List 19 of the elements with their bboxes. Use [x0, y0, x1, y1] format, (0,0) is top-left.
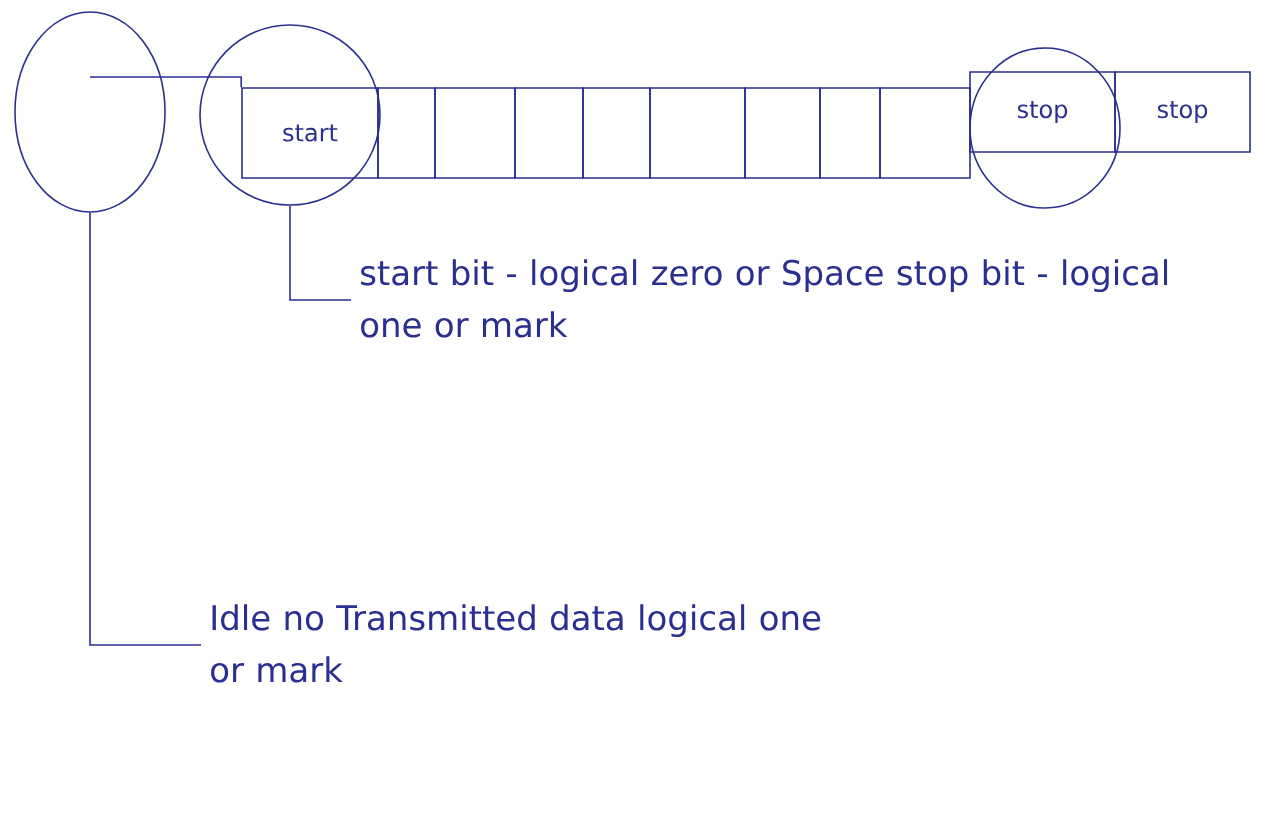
note-text: start bit - logical zero or Space stop bit - logical one or mark — [361, 259, 1168, 338]
bit-cell — [879, 87, 971, 179]
bit-cell: start — [241, 87, 379, 179]
bit-cell — [819, 87, 881, 179]
leader-line — [289, 205, 352, 301]
highlight-circle — [14, 11, 166, 213]
bit-cell — [514, 87, 584, 179]
bit-cell — [377, 87, 436, 179]
note-text: Idle no Transmitted data logical one or mark — [211, 604, 821, 683]
bit-cell — [649, 87, 746, 179]
bit-cell — [744, 87, 821, 179]
bit-cell — [434, 87, 516, 179]
bit-cell: stop — [1114, 71, 1251, 153]
bit-cell — [582, 87, 651, 179]
signal-line — [89, 76, 242, 88]
highlight-circle — [199, 24, 381, 206]
leader-line — [89, 212, 202, 646]
bit-cell: stop — [969, 71, 1116, 153]
highlight-circle — [969, 47, 1121, 209]
